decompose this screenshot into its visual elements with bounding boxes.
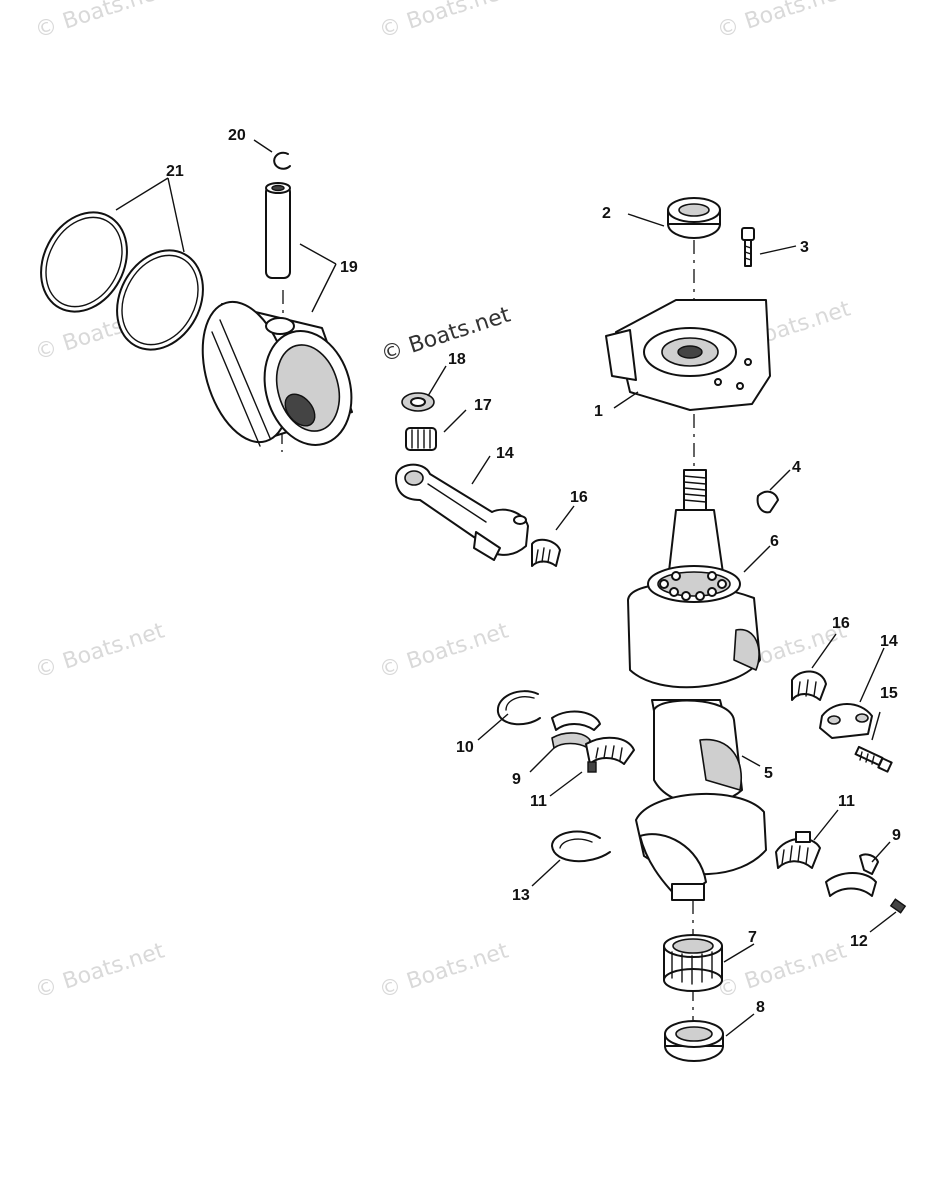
- callout-13: 13: [512, 887, 530, 904]
- part-20-retaining-clip: [273, 151, 291, 170]
- callout-15: 15: [880, 685, 898, 702]
- part-1-upper-bearing-housing: [605, 299, 771, 411]
- part-8-lower-oil-seal: [664, 1020, 724, 1062]
- callout-9-left: 9: [512, 771, 521, 788]
- callout-14-upper: 14: [496, 445, 514, 462]
- watermark-bottom-right: © Boats.net: [714, 938, 850, 1003]
- watermark-top-center: © Boats.net: [376, 0, 512, 44]
- part-6-ball-bearing: [647, 565, 741, 603]
- part-11-bearing-cage-right: [775, 831, 821, 869]
- part-3-screw: [741, 227, 755, 267]
- callout-9-right: 9: [892, 827, 901, 844]
- watermark-bottom-left: © Boats.net: [32, 938, 168, 1003]
- callout-19: 19: [340, 259, 358, 276]
- part-14-rod-cap: [819, 703, 873, 739]
- part-12-set-screw: [889, 898, 907, 914]
- part-10-retaining-ring: [496, 690, 541, 726]
- watermark-mid-center: © Boats.net: [378, 302, 514, 367]
- callout-numbers: 20 21 19 18 17 14 16 2 3 1 4 6 16 14 15 …: [166, 127, 901, 1016]
- watermark-lower-center: © Boats.net: [376, 618, 512, 683]
- callout-2: 2: [602, 205, 611, 222]
- leader-lines: [115, 139, 897, 1037]
- part-14-connecting-rod: [395, 463, 529, 561]
- part-19-piston: [201, 300, 353, 447]
- callout-14-right: 14: [880, 633, 898, 650]
- part-19-wrist-pin: [265, 182, 291, 279]
- part-5-crankshaft: [627, 469, 767, 901]
- part-16-bearing-cage: [531, 538, 561, 567]
- part-13-retaining-ring: [551, 830, 611, 863]
- callout-20: 20: [228, 127, 246, 144]
- part-16-bearing-cage-right: [791, 670, 827, 701]
- part-9-bearing-race-half: [551, 710, 601, 749]
- part-11-bearing-cage-half: [585, 736, 635, 773]
- callout-6: 6: [770, 533, 779, 550]
- part-21-piston-rings: [40, 211, 204, 351]
- part-15-rod-bolt: [854, 745, 893, 773]
- callout-11-left: 11: [530, 793, 547, 810]
- part-4-woodruff-key: [756, 490, 779, 514]
- callout-17: 17: [474, 397, 492, 414]
- part-7-lower-needle-bearing: [663, 934, 723, 992]
- callout-8: 8: [756, 999, 765, 1016]
- callout-16-upper: 16: [570, 489, 588, 506]
- callout-12: 12: [850, 933, 868, 950]
- part-9-bearing-race-right: [825, 853, 879, 897]
- watermark-lower-left: © Boats.net: [32, 618, 168, 683]
- part-18-thrust-washer: [401, 392, 435, 412]
- callout-21: 21: [166, 163, 184, 180]
- callout-11-right: 11: [838, 793, 855, 810]
- watermark-top-left: © Boats.net: [32, 0, 168, 44]
- callout-1: 1: [594, 403, 603, 420]
- watermark-top-right: © Boats.net: [714, 0, 850, 44]
- watermark-bottom-center: © Boats.net: [376, 938, 512, 1003]
- callout-5: 5: [764, 765, 773, 782]
- part-2-oil-seal: [667, 197, 721, 239]
- callout-10: 10: [456, 739, 474, 756]
- part-17-needle-bearing: [405, 427, 437, 451]
- callout-16-right: 16: [832, 615, 850, 632]
- callout-7: 7: [748, 929, 757, 946]
- callout-18: 18: [448, 351, 466, 368]
- callout-3: 3: [800, 239, 809, 256]
- callout-4: 4: [792, 459, 801, 476]
